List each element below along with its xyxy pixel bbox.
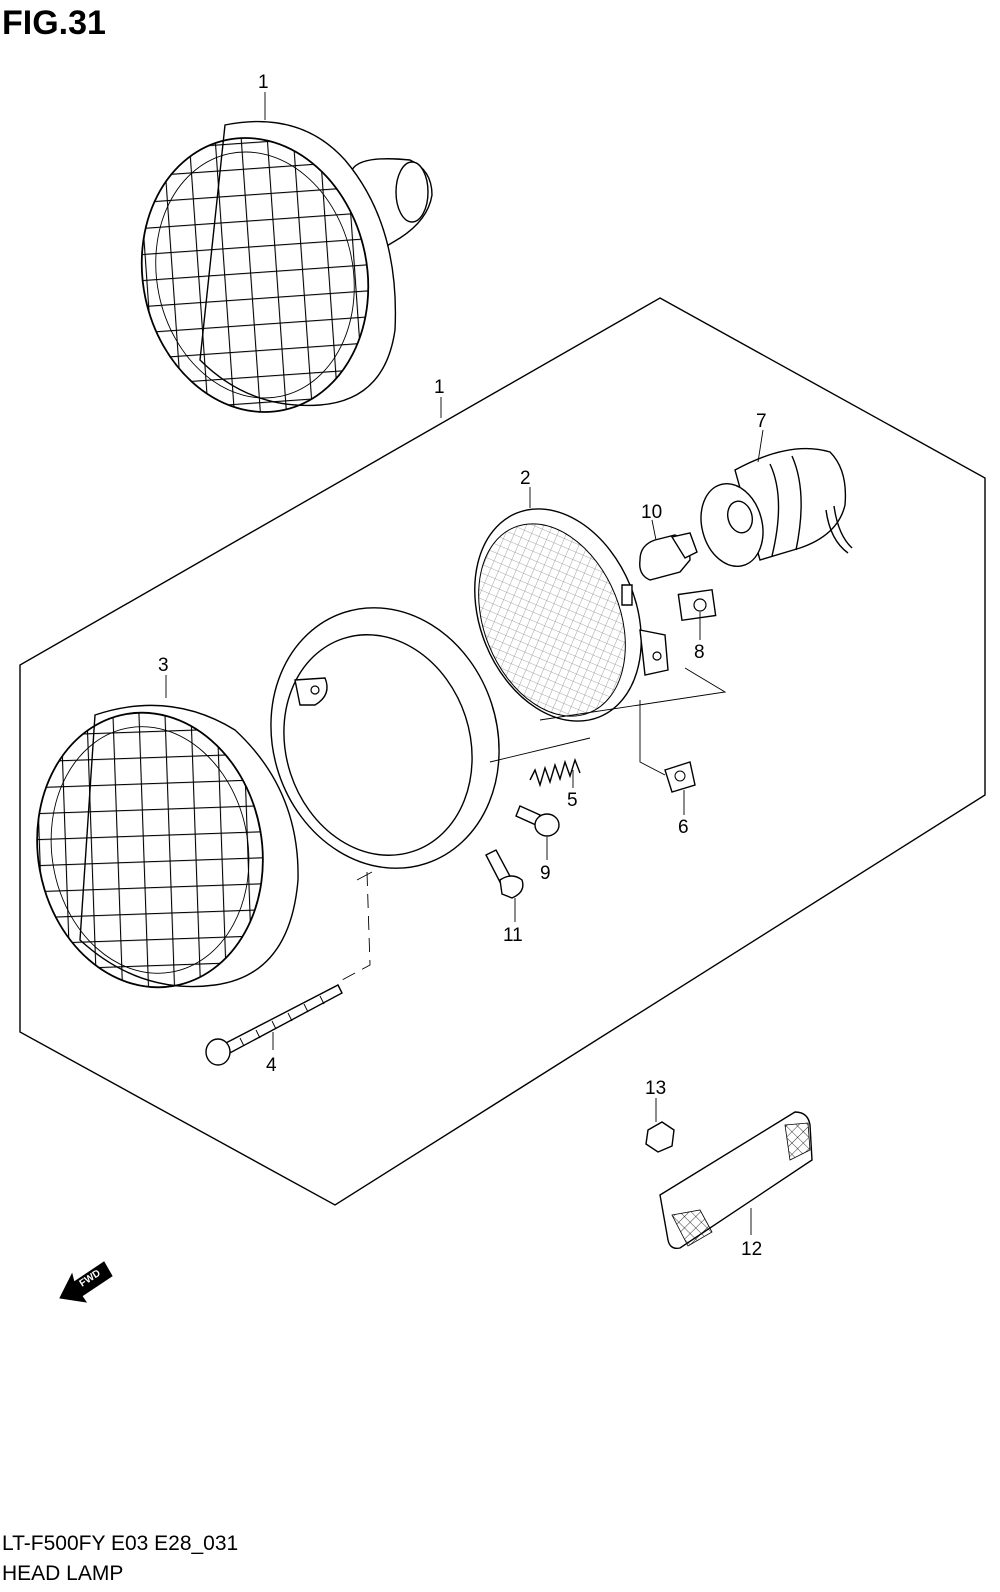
callout-6: 6: [678, 817, 689, 838]
callout-8: 8: [694, 642, 705, 663]
callout-11: 11: [503, 925, 523, 946]
callout-1-box: 1: [434, 377, 445, 398]
callout-12: 12: [741, 1239, 762, 1260]
callout-13: 13: [645, 1078, 666, 1099]
forward-direction-arrow: FWD: [59, 1261, 113, 1303]
callout-leaders: [165, 92, 764, 1235]
callout-2: 2: [520, 468, 531, 489]
bolt-11: [485, 849, 524, 899]
spring: [529, 757, 581, 788]
reflector: [659, 1111, 813, 1250]
callout-5: 5: [567, 790, 578, 811]
assembly-guide-lines: [341, 667, 727, 981]
long-screw: [205, 984, 343, 1066]
housing-with-grille: [36, 704, 299, 989]
rim-ring: [270, 607, 500, 869]
callout-10: 10: [641, 502, 662, 523]
callout-4: 4: [266, 1055, 277, 1076]
spring-clip: [677, 588, 717, 622]
nut: [664, 761, 696, 793]
callout-3: 3: [158, 655, 169, 676]
screw-9: [515, 805, 560, 837]
figure-title: FIG.31: [2, 4, 106, 42]
headlamp-assembly-top: [140, 120, 433, 413]
figure-name: HEAD LAMP: [2, 1562, 124, 1585]
bulb-socket: [700, 447, 853, 568]
callout-1-top: 1: [258, 72, 269, 93]
bulb: [639, 532, 698, 581]
nut-13: [645, 1121, 675, 1153]
callout-9: 9: [540, 863, 551, 884]
headlamp-lens-unit: [474, 508, 669, 722]
callout-7: 7: [756, 411, 767, 432]
exploded-view-boundary: [19, 297, 986, 1206]
figure-code: LT-F500FY E03 E28_031: [2, 1532, 239, 1555]
